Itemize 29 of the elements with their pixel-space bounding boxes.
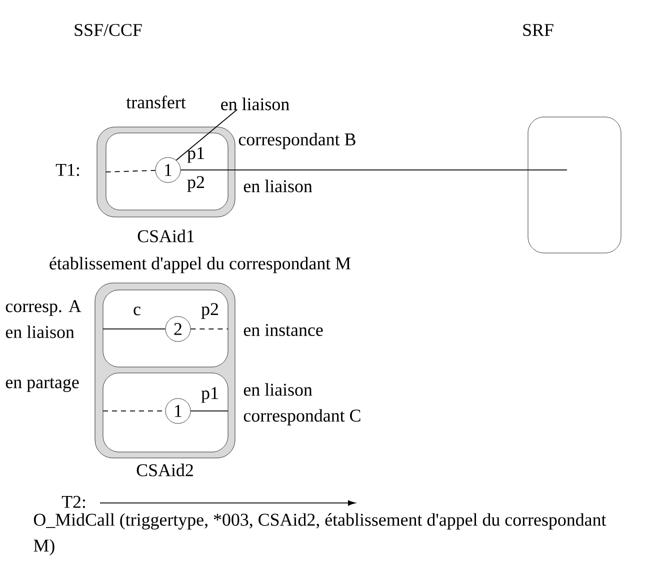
column-heading: SRF xyxy=(523,24,554,36)
connection-box xyxy=(102,290,228,368)
node-label: CSAid1 xyxy=(138,230,194,242)
state-label: en liaison xyxy=(244,180,312,192)
state-label: en instance xyxy=(244,324,323,336)
state-label: transfert xyxy=(126,96,186,108)
state-label: corresp. A en liaison xyxy=(6,300,82,338)
column-heading: SSF/CCF xyxy=(74,24,142,36)
message-text: O_MidCall (triggertype, *003, CSAid2, établissement d'appel du correspondant M) xyxy=(34,513,606,556)
connection-box xyxy=(102,372,228,452)
state-label: en liaison correspondant C xyxy=(244,383,360,426)
port-label: p1 xyxy=(201,387,218,403)
port-label: p1 xyxy=(187,147,204,163)
port-label: p2 xyxy=(201,303,218,319)
state-label: en liaison xyxy=(221,98,290,110)
timeline-label: T2: xyxy=(62,496,85,508)
state-label: en partage xyxy=(6,378,79,392)
connection-line xyxy=(190,410,228,412)
node-label: CSAid2 xyxy=(136,464,193,476)
port-label: c xyxy=(134,306,140,316)
dashed-line xyxy=(190,328,228,330)
timeline-label: T1: xyxy=(56,164,79,176)
srf-box xyxy=(528,116,622,254)
leader-line xyxy=(176,109,238,161)
connection-line xyxy=(102,328,166,330)
state-label: correspondant B xyxy=(238,132,356,150)
call-label: établissement d'appel du correspondant M xyxy=(50,256,351,274)
port-label: p2 xyxy=(187,176,204,192)
dashed-line xyxy=(105,170,156,172)
